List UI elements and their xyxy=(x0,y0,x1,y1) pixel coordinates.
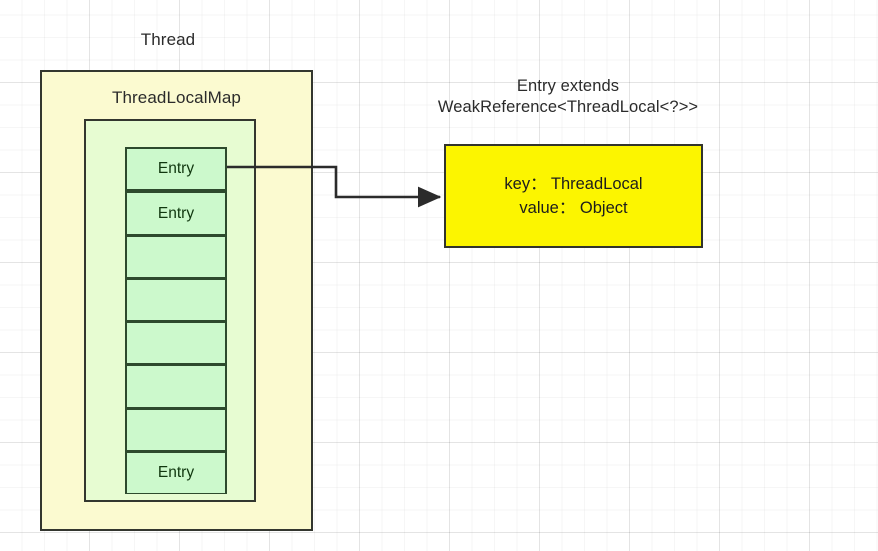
entry-cell[interactable] xyxy=(125,321,227,365)
entry-cell[interactable]: Entry xyxy=(125,191,227,235)
threadlocalmap-label: ThreadLocalMap xyxy=(112,88,241,107)
entry-detail-box: key： ThreadLocal value： Object xyxy=(444,144,703,248)
entry-cell[interactable] xyxy=(125,234,227,278)
entry-cell[interactable]: Entry xyxy=(125,147,227,192)
entry-value-line: value： Object xyxy=(519,199,628,217)
entry-table: Entry Entry Entry xyxy=(125,147,227,494)
entry-cell[interactable] xyxy=(125,277,227,321)
entry-key-line: key： ThreadLocal xyxy=(504,175,643,193)
entry-cell[interactable]: Entry xyxy=(125,450,227,494)
entry-extends-caption: Entry extends WeakReference<ThreadLocal<… xyxy=(437,77,699,116)
entry-cell[interactable] xyxy=(125,407,227,451)
entry-cell[interactable] xyxy=(125,364,227,408)
thread-label: Thread xyxy=(140,30,196,49)
